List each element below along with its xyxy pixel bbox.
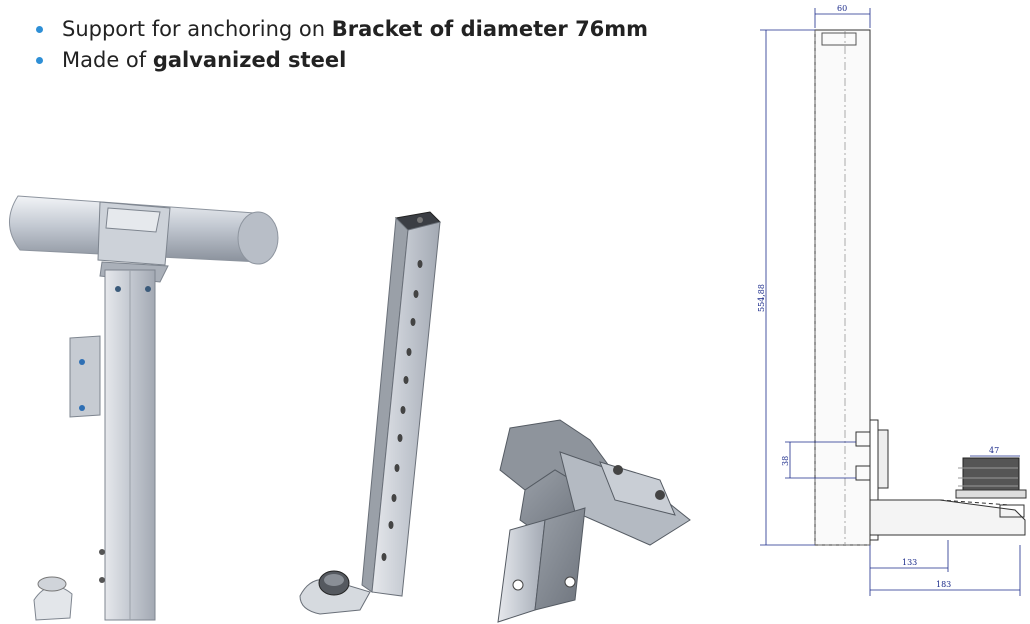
bullet-dot	[36, 57, 43, 64]
feature-item: Support for anchoring on Bracket of diam…	[30, 14, 648, 45]
dimension-top-width: 60	[837, 4, 847, 13]
dimension-total-length: 183	[936, 580, 951, 589]
clamp-bracket-illustration	[497, 419, 691, 623]
feature-bold-text: galvanized steel	[152, 48, 347, 72]
dimension-lines	[760, 8, 1021, 596]
square-tube-illustration	[299, 211, 441, 615]
feature-text: Made of	[62, 48, 153, 72]
mounting-holes	[381, 260, 423, 561]
feature-bold-text: Bracket of diameter 76mm	[331, 17, 649, 41]
dimension-inner-length: 133	[902, 558, 917, 567]
dimension-hole-spacing: 38	[781, 456, 790, 466]
bullet-dot	[36, 26, 43, 33]
feature-text: Support for anchoring on	[62, 17, 332, 41]
dimension-height: 554,88	[757, 284, 766, 312]
assembled-bracket-illustration	[9, 195, 279, 621]
feature-item: Made of galvanized steel	[30, 45, 648, 76]
dimension-base-width: 47	[989, 446, 999, 455]
feature-list: Support for anchoring on Bracket of diam…	[30, 14, 648, 76]
technical-drawing	[814, 29, 1027, 546]
